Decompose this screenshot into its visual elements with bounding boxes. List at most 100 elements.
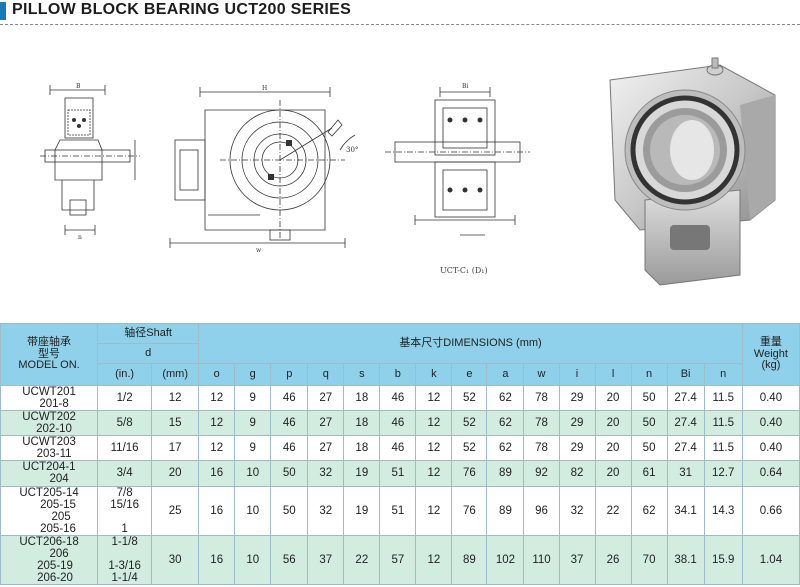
header-dim-n2: n [703, 363, 743, 386]
dim-cell: 12 [415, 485, 453, 536]
dim-label-bi: Bi [462, 83, 468, 90]
dim-cell: 46 [379, 384, 417, 412]
dim-cell: 37 [307, 534, 345, 586]
angle-label: 30° [346, 146, 358, 154]
dim-cell: 52 [451, 384, 488, 412]
dim-cell: 96 [523, 485, 560, 536]
dim-cell: 14.3 [703, 485, 743, 536]
dim-cell: 27.4 [666, 435, 705, 462]
header-dim-e: e [451, 363, 488, 386]
mm-cell: 30 [151, 534, 200, 586]
dim-cell: 62 [486, 410, 525, 437]
dim-cell: 29 [558, 410, 596, 437]
header-dim-s: s [343, 363, 381, 386]
product-photo [600, 50, 795, 295]
header-model-cn-2: 型号 [38, 347, 61, 360]
inch-cell: 1/2 [97, 384, 153, 412]
dim-cell: 18 [343, 410, 381, 437]
dim-cell: 10 [234, 460, 272, 487]
dim-cell: 46 [270, 410, 309, 437]
dim-cell: 62 [486, 435, 525, 462]
header-dim-bi: Bi [666, 363, 705, 386]
spec-table: 带座轴承 型号 MODEL ON. 轴径Shaft 基本尺寸DIMENSIONS… [0, 323, 800, 586]
header-model-en: MODEL ON. [18, 359, 80, 372]
header-dim-n: n [630, 363, 668, 386]
dim-cell: 11.5 [703, 435, 743, 462]
dim-cell: 9 [234, 384, 272, 412]
dim-cell: 27 [307, 410, 345, 437]
header-dim-w: w [523, 363, 560, 386]
dim-cell: 46 [270, 435, 309, 462]
header-shaft-symbol: d [97, 343, 200, 364]
mm-cell: 17 [151, 435, 200, 462]
header-dim-i: i [558, 363, 596, 386]
side-view-svg: B n [40, 83, 140, 241]
dim-cell: 78 [523, 384, 560, 412]
front-view-drawing: 30° H w [160, 80, 370, 255]
dim-label-b: B [76, 83, 81, 90]
dim-cell: 10 [234, 534, 272, 586]
mm-cell: 15 [151, 410, 200, 437]
dim-cell: 52 [451, 435, 488, 462]
front-view-svg: 30° H w [169, 85, 358, 254]
dim-cell: 50 [630, 410, 668, 437]
dim-label-n: n [78, 234, 82, 241]
dim-cell: 32 [307, 485, 345, 536]
dim-cell: 56 [270, 534, 309, 586]
section-view-svg: Bi [385, 83, 530, 236]
dim-cell: 110 [523, 534, 560, 586]
dim-cell: 22 [343, 534, 381, 586]
dim-cell: 18 [343, 384, 381, 412]
dim-cell: 52 [451, 410, 488, 437]
header-shaft: 轴径Shaft [97, 323, 200, 344]
dim-cell: 32 [558, 485, 596, 536]
dim-cell: 61 [630, 460, 668, 487]
dim-cell: 50 [630, 435, 668, 462]
dim-cell: 78 [523, 410, 560, 437]
header-model: 带座轴承 型号 MODEL ON. [0, 323, 99, 386]
dim-cell: 50 [630, 384, 668, 412]
dim-cell: 11.5 [703, 384, 743, 412]
dim-cell: 9 [234, 435, 272, 462]
dim-cell: 12 [415, 384, 453, 412]
dim-cell: 26 [594, 534, 632, 586]
mm-cell: 12 [151, 384, 200, 412]
dim-cell: 89 [486, 485, 525, 536]
dim-cell: 70 [630, 534, 668, 586]
dim-cell: 62 [630, 485, 668, 536]
dim-cell: 18 [343, 435, 381, 462]
side-view-drawing: B n [40, 80, 155, 255]
dim-cell: 34.1 [666, 485, 705, 536]
dim-cell: 38.1 [666, 534, 705, 586]
dim-cell: 20 [594, 460, 632, 487]
dim-cell: 51 [379, 460, 417, 487]
dim-cell: 9 [234, 410, 272, 437]
dim-cell: 12 [198, 384, 236, 412]
header-dim-o: o [198, 363, 236, 386]
dim-cell: 27.4 [666, 384, 705, 412]
weight-cell: 0.40 [741, 384, 800, 412]
dim-cell: 92 [523, 460, 560, 487]
mm-cell: 25 [151, 485, 200, 536]
dim-cell: 22 [594, 485, 632, 536]
dim-cell: 31 [666, 460, 705, 487]
dim-cell: 12 [198, 410, 236, 437]
dim-cell: 12 [415, 410, 453, 437]
dim-cell: 57 [379, 534, 417, 586]
header-weight-cn: 重量 [759, 336, 782, 349]
inch-cell: 11/16 [97, 435, 153, 462]
page-title: PILLOW BLOCK BEARING UCT200 SERIES [12, 1, 352, 18]
title-accent-bar [0, 2, 6, 20]
title-divider [0, 24, 800, 25]
header-weight-en: Weight [753, 347, 788, 360]
dim-cell: 12 [198, 435, 236, 462]
header-dim-k: k [415, 363, 453, 386]
dim-cell: 46 [379, 435, 417, 462]
dim-cell: 12.7 [703, 460, 743, 487]
